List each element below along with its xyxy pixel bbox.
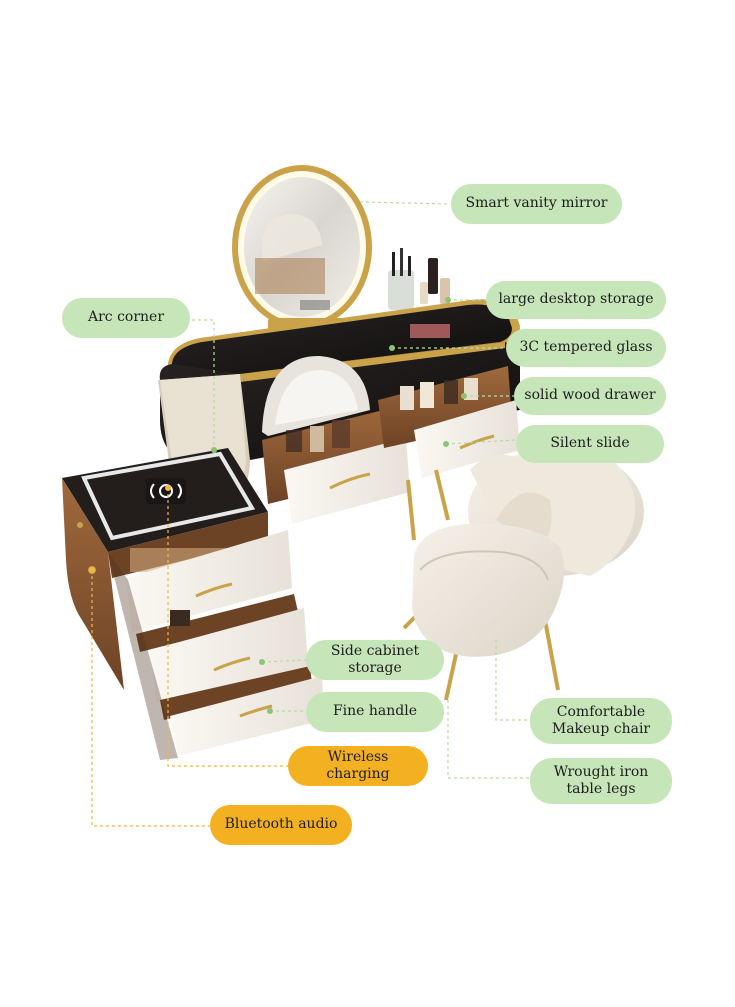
label-silent-slide: Silent slide [516,425,664,463]
label-smart-vanity-mirror: Smart vanity mirror [451,184,622,224]
label-large-desktop-storage: large desktop storage [486,281,666,319]
smart-mirror [232,165,372,338]
label-3c-tempered-glass: 3C tempered glass [506,329,666,367]
leader-lines [150,201,530,779]
desk-top [167,299,520,378]
label-fine-handle: Fine handle [306,692,444,732]
label-bluetooth-audio: Bluetooth audio [210,805,352,845]
label-wrought-iron-legs: Wrought iron table legs [530,758,672,804]
label-arc-corner: Arc corner [62,298,190,338]
label-wireless-charging: Wireless charging [288,746,428,786]
makeup-chair [402,448,644,701]
table-legs [406,469,450,541]
label-comfortable-makeup-chair: Comfortable Makeup chair [530,698,672,744]
label-side-cabinet-storage: Side cabinet storage [306,640,444,680]
label-solid-wood-drawer: solid wood drawer [514,377,666,415]
side-cabinet [62,448,324,760]
center-drawers [262,366,520,524]
leader-lines-orange [91,488,288,827]
